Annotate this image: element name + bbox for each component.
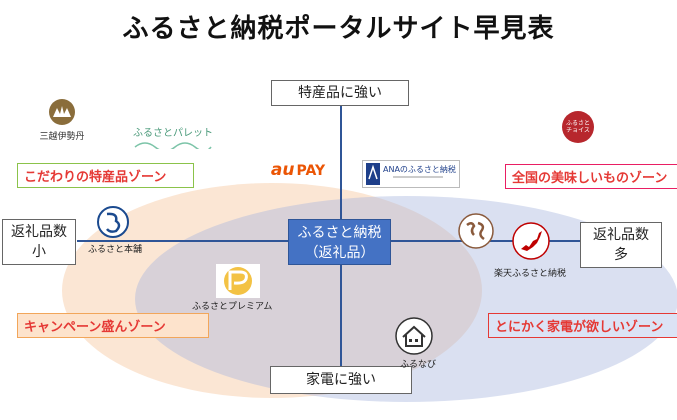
furunavi-logo — [394, 316, 434, 356]
choice-line1: ふるさと — [565, 120, 590, 127]
center-line2: （返礼品） — [304, 245, 375, 261]
center-line1: ふるさと納税 — [297, 225, 382, 241]
ana-subline — [393, 176, 443, 178]
rakuten-logo — [511, 221, 551, 261]
ana-label: ANAのふるさと納税 — [383, 165, 456, 174]
honpo-logo — [96, 205, 130, 239]
choice-line2: チョイス — [566, 127, 590, 134]
palette-wave-icon — [134, 142, 212, 152]
choice-circle-icon — [562, 111, 594, 143]
zone-bottom-left: キャンペーン盛んゾーン — [17, 313, 209, 338]
center-label: ふるさと納税 （返礼品） — [288, 219, 391, 265]
axis-left-line1: 返礼品数 — [11, 224, 67, 240]
premium-emblem-icon — [224, 267, 252, 295]
mitsukoshi-logo: 三越伊勢丹 — [32, 98, 92, 142]
axis-label-left: 返礼品数 小 — [2, 219, 76, 265]
ana-logo: ANAのふるさと納税 — [362, 160, 460, 188]
axis-label-right: 返礼品数 多 — [580, 222, 662, 268]
choice-logo: ふるさと チョイス — [562, 111, 594, 143]
rakuten-furusato-circle — [458, 213, 494, 249]
japan-map-icon — [512, 222, 550, 260]
zone-top-right: 全国の美味しいものゾーン — [505, 164, 677, 189]
mitsukoshi-emblem-icon — [49, 99, 75, 125]
choice-text: ふるさと チョイス — [562, 120, 594, 134]
axis-left-line2: 小 — [32, 244, 46, 260]
au-pay-text: PAY — [296, 163, 326, 179]
furunavi-label: ふるなび — [400, 360, 437, 370]
au-text: au — [270, 160, 295, 180]
house-icon — [395, 317, 433, 355]
axis-label-bottom: 家電に強い — [270, 366, 412, 394]
page-title: ふるさと納税ポータルサイト早見表 — [122, 14, 555, 44]
honpo-emblem-icon — [97, 206, 129, 238]
axis-label-top: 特産品に強い — [271, 80, 409, 106]
ana-emblem-icon — [366, 163, 380, 185]
palette-label: ふるさとパレット — [133, 128, 213, 139]
zone-bottom-right: とにかく家電が欲しいゾーン — [488, 313, 677, 338]
honpo-label: ふるさと本舗 — [88, 245, 143, 255]
rakuten-label: 楽天ふるさと納税 — [494, 269, 567, 279]
premium-label: ふるさとプレミアム — [192, 302, 273, 312]
palette-logo: ふるさとパレット — [133, 124, 213, 152]
zone-top-left: こだわりの特産品ゾーン — [17, 163, 194, 188]
rakuten-furusato-icon — [458, 213, 494, 249]
premium-logo — [216, 264, 260, 298]
axis-right-line2: 多 — [614, 247, 628, 263]
axis-right-line1: 返礼品数 — [593, 227, 649, 243]
orange-region — [62, 183, 482, 398]
mitsukoshi-label: 三越伊勢丹 — [39, 132, 85, 142]
